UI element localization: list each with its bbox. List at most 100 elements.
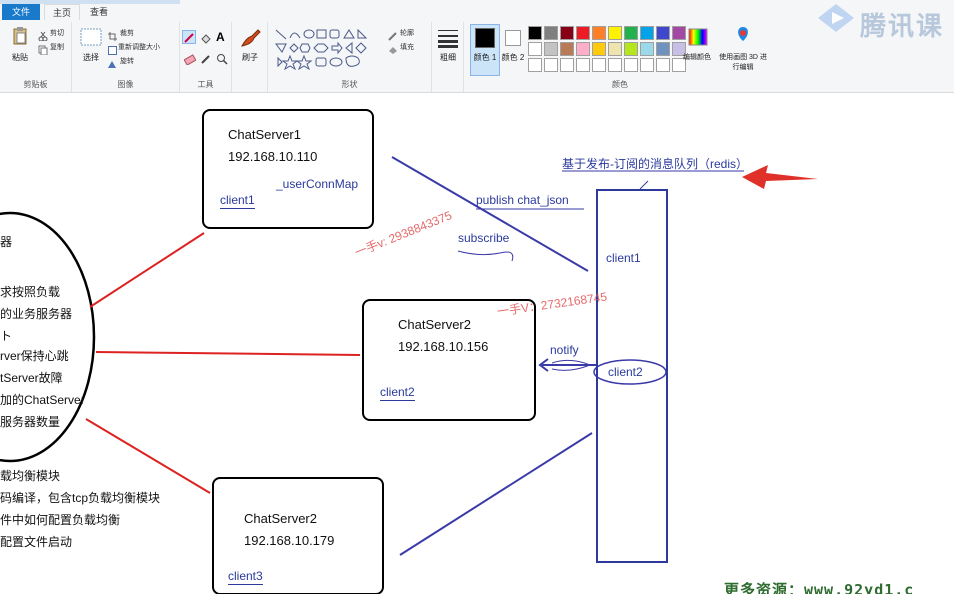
paste-icon[interactable] <box>12 26 28 46</box>
color1-button[interactable]: 颜色 1 <box>473 53 497 62</box>
eraser-icon[interactable] <box>183 52 197 66</box>
lb-line-7: 加的ChatServer <box>0 393 85 407</box>
resize-button[interactable]: 重新调整大小 <box>118 44 160 51</box>
palette-swatch[interactable] <box>560 42 574 56</box>
queue-client2: client2 <box>608 365 643 379</box>
fill-bucket-icon[interactable] <box>200 32 212 44</box>
custom-color-slot[interactable] <box>672 58 686 72</box>
palette-swatch[interactable] <box>576 42 590 56</box>
rotate-icon <box>108 56 117 68</box>
tab-view[interactable]: 查看 <box>89 7 108 17</box>
lb-to-server1-line <box>89 232 205 308</box>
palette-swatch[interactable] <box>608 26 622 40</box>
palette-swatch[interactable] <box>624 26 638 40</box>
resize-icon <box>108 42 117 55</box>
brush-icon[interactable] <box>238 26 262 50</box>
edit-colors-button[interactable]: 编辑颜色 <box>683 54 711 61</box>
select-button[interactable]: 选择 <box>83 53 99 62</box>
play-logo-icon <box>818 4 854 32</box>
custom-color-slot[interactable] <box>608 58 622 72</box>
colors-label: 颜色 <box>612 80 628 89</box>
subscribe-label: subscribe <box>458 231 510 245</box>
server1-userconnmap: _userConnMap <box>276 177 359 191</box>
server3-ip: 192.168.10.179 <box>244 533 335 548</box>
lb-to-server2-line <box>95 351 361 356</box>
tab-home[interactable]: 主页 <box>44 4 80 20</box>
outline-button[interactable]: 轮廓 <box>400 30 414 37</box>
line-size-icon[interactable] <box>438 28 458 48</box>
crop-icon <box>108 28 117 41</box>
server1-ip: 192.168.10.110 <box>228 149 318 164</box>
cut-button[interactable]: 剪切 <box>50 30 64 37</box>
custom-color-slot[interactable] <box>528 58 542 72</box>
publish-label: publish chat_json <box>476 193 569 207</box>
chatserver3-box: ChatServer2 192.168.10.179 client3 <box>212 477 384 594</box>
color1-swatch <box>475 28 495 48</box>
palette-swatch[interactable] <box>544 42 558 56</box>
paint3d-button[interactable]: 使用画图 3D 进行编辑 <box>719 54 767 71</box>
palette-swatch[interactable] <box>656 42 670 56</box>
palette-swatch[interactable] <box>656 26 670 40</box>
rotate-button[interactable]: 旋转 <box>120 58 134 65</box>
size-button[interactable]: 粗细 <box>440 53 456 62</box>
custom-color-slot[interactable] <box>624 58 638 72</box>
server1-to-queue-line <box>391 156 589 272</box>
magnifier-icon[interactable] <box>216 52 228 65</box>
resource-footer: 更多资源：www.92yd1.c <box>724 581 915 594</box>
custom-color-slot[interactable] <box>576 58 590 72</box>
custom-color-slot[interactable] <box>544 58 558 72</box>
color2-button[interactable]: 颜色 2 <box>501 53 525 62</box>
palette-swatch[interactable] <box>576 26 590 40</box>
lb-line-5: rver保持心跳 <box>0 349 69 363</box>
select-icon[interactable] <box>80 28 102 46</box>
server1-name: ChatServer1 <box>228 127 301 142</box>
paste-button[interactable]: 粘贴 <box>12 53 28 62</box>
palette-swatch[interactable] <box>608 42 622 56</box>
palette-swatch[interactable] <box>592 42 606 56</box>
logo-text: 腾讯课 <box>860 11 945 41</box>
palette-swatch[interactable] <box>560 26 574 40</box>
copy-button[interactable]: 复制 <box>50 44 64 51</box>
palette-swatch[interactable] <box>592 26 606 40</box>
brushes-group: 刷子 <box>232 22 268 92</box>
palette-swatch[interactable] <box>528 26 542 40</box>
brushes-button[interactable]: 刷子 <box>242 53 258 62</box>
message-queue-box: client1 client2 <box>596 189 668 563</box>
shapes-group: 轮廓 填充 形状 <box>268 22 432 92</box>
tencent-classroom-logo: 腾讯课 <box>814 0 954 41</box>
outline-icon <box>388 28 398 41</box>
chatserver2-box: ChatServer2 192.168.10.156 client2 <box>362 299 536 421</box>
palette-swatch[interactable] <box>640 42 654 56</box>
palette-swatch[interactable] <box>640 26 654 40</box>
clipboard-group: 粘贴 剪切 复制 剪贴板 <box>0 22 72 92</box>
pencil-icon[interactable] <box>182 30 196 44</box>
connection-lines <box>0 156 818 556</box>
palette-swatch[interactable] <box>672 42 686 56</box>
color2-swatch[interactable] <box>505 30 521 46</box>
bottom-line-1: 载均衡模块 <box>0 469 61 483</box>
fill-icon <box>388 42 398 54</box>
custom-color-slot[interactable] <box>592 58 606 72</box>
color-picker-icon[interactable] <box>200 52 212 64</box>
drawing-canvas[interactable]: ChatServer1 192.168.10.110 client1 _user… <box>0 93 954 594</box>
palette-swatch[interactable] <box>672 26 686 40</box>
queue-client1: client1 <box>606 251 641 265</box>
tab-file[interactable]: 文件 <box>2 4 40 20</box>
lb-line-1: 器 <box>0 235 13 249</box>
edit-colors-icon[interactable] <box>688 28 708 46</box>
palette-swatch[interactable] <box>528 42 542 56</box>
custom-color-slot[interactable] <box>656 58 670 72</box>
ribbon: 文件 主页 查看 粘贴 剪切 复制 剪贴板 选择 裁剪 重新调整大小 <box>0 0 954 93</box>
text-tool-icon[interactable]: A <box>216 30 225 44</box>
custom-color-slot[interactable] <box>560 58 574 72</box>
custom-color-slot[interactable] <box>640 58 654 72</box>
fill-button[interactable]: 填充 <box>400 44 414 51</box>
paint3d-icon[interactable] <box>734 26 752 46</box>
crop-button[interactable]: 裁剪 <box>120 30 134 37</box>
shapes-gallery-icon[interactable] <box>274 28 386 71</box>
server1-client: client1 <box>220 193 255 209</box>
palette-swatch[interactable] <box>544 26 558 40</box>
server3-to-queue-line <box>399 432 593 556</box>
bottom-line-3: 件中如何配置负载均衡 <box>0 513 121 527</box>
palette-swatch[interactable] <box>624 42 638 56</box>
